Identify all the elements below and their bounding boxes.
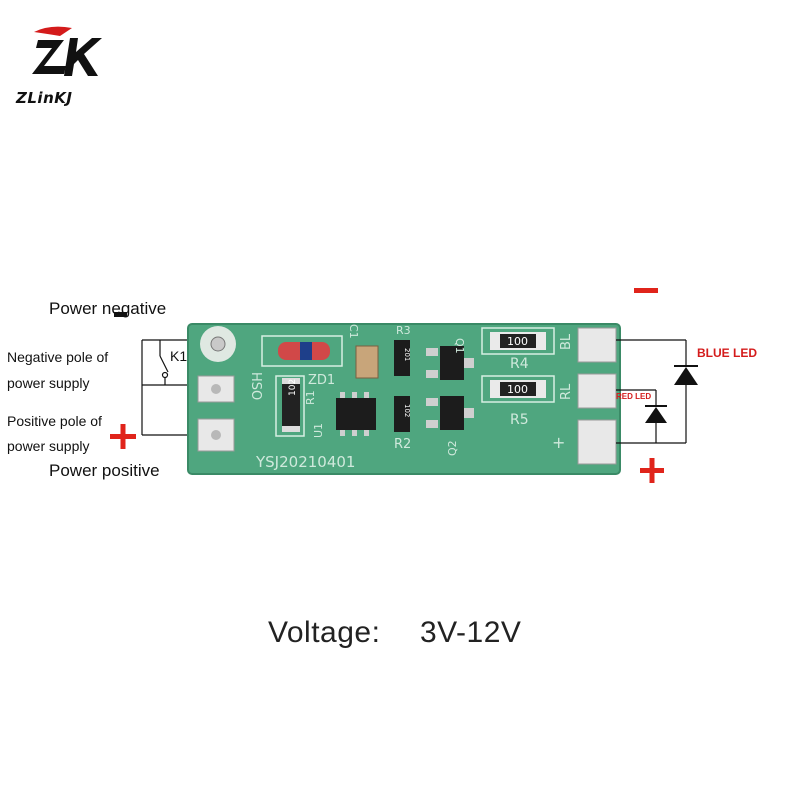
label-red-led: RED LED bbox=[616, 392, 652, 401]
red-led-diode-icon bbox=[645, 405, 667, 423]
r2-chip-value: 102 bbox=[403, 404, 411, 417]
pad-plus bbox=[577, 419, 617, 465]
label-negative-pole-line1: Negative pole of bbox=[7, 349, 109, 365]
silk-board-id: YSJ20210401 bbox=[255, 453, 355, 471]
silk-r5: R5 bbox=[510, 412, 529, 428]
plus-sign-right-icon bbox=[640, 458, 664, 483]
brand-logo: ZLinKJ bbox=[14, 22, 124, 112]
voltage-value: 3V-12V bbox=[420, 616, 522, 649]
silk-plus: + bbox=[552, 433, 565, 452]
r4-value: 100 bbox=[507, 335, 528, 348]
pad-bl bbox=[577, 327, 617, 363]
zk-logo-mark-icon bbox=[32, 26, 102, 76]
label-power-positive: Power positive bbox=[49, 461, 160, 480]
silk-rl: RL bbox=[559, 383, 574, 400]
silk-bl: BL bbox=[559, 333, 574, 350]
silk-r1: R1 bbox=[304, 390, 317, 405]
label-switch-k1: K1 bbox=[170, 348, 188, 364]
voltage-label: Voltage: bbox=[268, 616, 381, 649]
label-power-negative: Power negative bbox=[49, 299, 167, 318]
brand-name: ZLinKJ bbox=[16, 89, 73, 107]
r3-chip-value: 201 bbox=[403, 348, 411, 361]
silk-r2: R2 bbox=[394, 437, 411, 452]
r1-value: 102 bbox=[288, 379, 298, 396]
silk-r4: R4 bbox=[510, 356, 529, 372]
silk-q2: Q2 bbox=[446, 440, 459, 456]
pcb-silkscreen: YSJ20210401 ZD1 R1 U1 R2 R3 R4 R5 Q2 Q1 … bbox=[248, 324, 574, 471]
circuit-diagram: YSJ20210401 ZD1 R1 U1 R2 R3 R4 R5 Q2 Q1 … bbox=[110, 288, 698, 483]
label-positive-pole-line1: Positive pole of bbox=[7, 413, 102, 429]
blue-led-diode-icon bbox=[674, 365, 698, 385]
minus-sign-left-icon bbox=[114, 312, 127, 317]
minus-sign-right-icon bbox=[634, 288, 658, 293]
pcb-board bbox=[187, 323, 621, 475]
label-negative-pole-line2: power supply bbox=[7, 375, 90, 391]
silk-zd1: ZD1 bbox=[308, 373, 335, 388]
r5-value: 100 bbox=[507, 383, 528, 396]
pad-rl bbox=[577, 373, 617, 409]
label-blue-led: BLUE LED bbox=[697, 346, 757, 360]
label-positive-pole-line2: power supply bbox=[7, 438, 90, 454]
right-wires bbox=[616, 339, 687, 444]
silk-u1: U1 bbox=[312, 423, 325, 438]
plus-sign-left-icon bbox=[110, 424, 136, 449]
silk-hso: HSO bbox=[248, 372, 263, 400]
silk-c1: C1 bbox=[347, 324, 360, 339]
switch-k1-icon bbox=[159, 340, 169, 385]
silk-r3: R3 bbox=[396, 324, 411, 337]
silk-q1: Q1 bbox=[453, 338, 466, 354]
